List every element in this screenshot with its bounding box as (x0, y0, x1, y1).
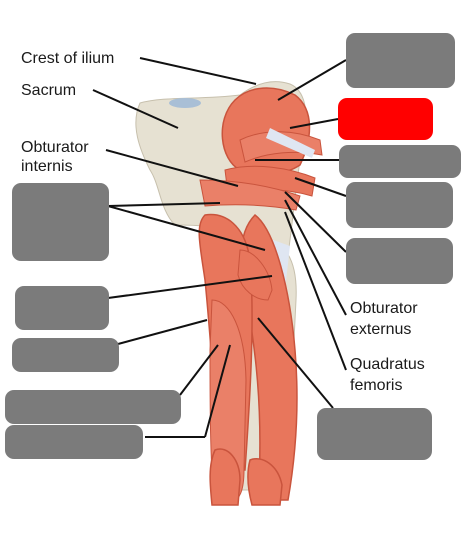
hidden-label-box-left-1[interactable] (12, 183, 109, 261)
highlighted-label-box[interactable] (338, 98, 433, 140)
sacrum-surface (169, 98, 201, 108)
label-obturator-internis-line2: internis (21, 158, 73, 175)
leader-right-box-6 (257, 317, 334, 409)
hidden-label-box-left-4[interactable] (5, 390, 181, 424)
leader-left-box-2 (107, 275, 273, 299)
label-quadratus-femoris-line2: femoris (350, 377, 403, 394)
hidden-label-box-right-4[interactable] (346, 238, 453, 284)
obturator-internus-muscle (199, 179, 301, 211)
hidden-label-box-right-1[interactable] (346, 33, 455, 88)
label-crest-of-ilium: Crest of ilium (21, 50, 115, 67)
label-obturator-externus-line2: externus (350, 321, 412, 338)
hidden-label-box-left-3[interactable] (12, 338, 119, 372)
leader-left-box-4 (179, 344, 219, 396)
gastrocnemius-heads (209, 448, 283, 506)
leader-left-box-3 (117, 319, 208, 345)
leader-right-box-2 (289, 118, 339, 129)
leader-left-box-1a (107, 202, 221, 207)
label-obturator-externus-line1: Obturator (350, 300, 418, 317)
gluteus-medius (221, 87, 311, 176)
leader-right-box-4 (294, 177, 347, 197)
leader-right-box-1 (277, 59, 347, 101)
leader-crest-of-ilium (139, 57, 257, 85)
hidden-label-box-right-3[interactable] (346, 182, 453, 228)
leader-left-box-5b (204, 344, 231, 438)
hidden-label-box-right-2[interactable] (339, 145, 461, 178)
label-sacrum: Sacrum (21, 82, 77, 99)
label-quadratus-femoris-line1: Quadratus (350, 356, 425, 373)
leader-obturator-externus (284, 199, 347, 316)
leader-quadratus-femoris (284, 211, 347, 371)
hidden-label-box-right-5[interactable] (317, 408, 432, 460)
tendon-upper (266, 128, 315, 158)
hidden-label-box-left-5[interactable] (5, 425, 143, 459)
hidden-label-box-left-2[interactable] (15, 286, 109, 330)
leader-sacrum (92, 89, 179, 129)
piriformis (239, 131, 323, 163)
label-obturator-internis-line1: Obturator (21, 139, 89, 156)
leader-obturator-internis (105, 149, 239, 187)
leader-right-box-5 (284, 191, 347, 253)
leader-left-box-1b (107, 205, 266, 251)
adductor-magnus (237, 249, 273, 301)
